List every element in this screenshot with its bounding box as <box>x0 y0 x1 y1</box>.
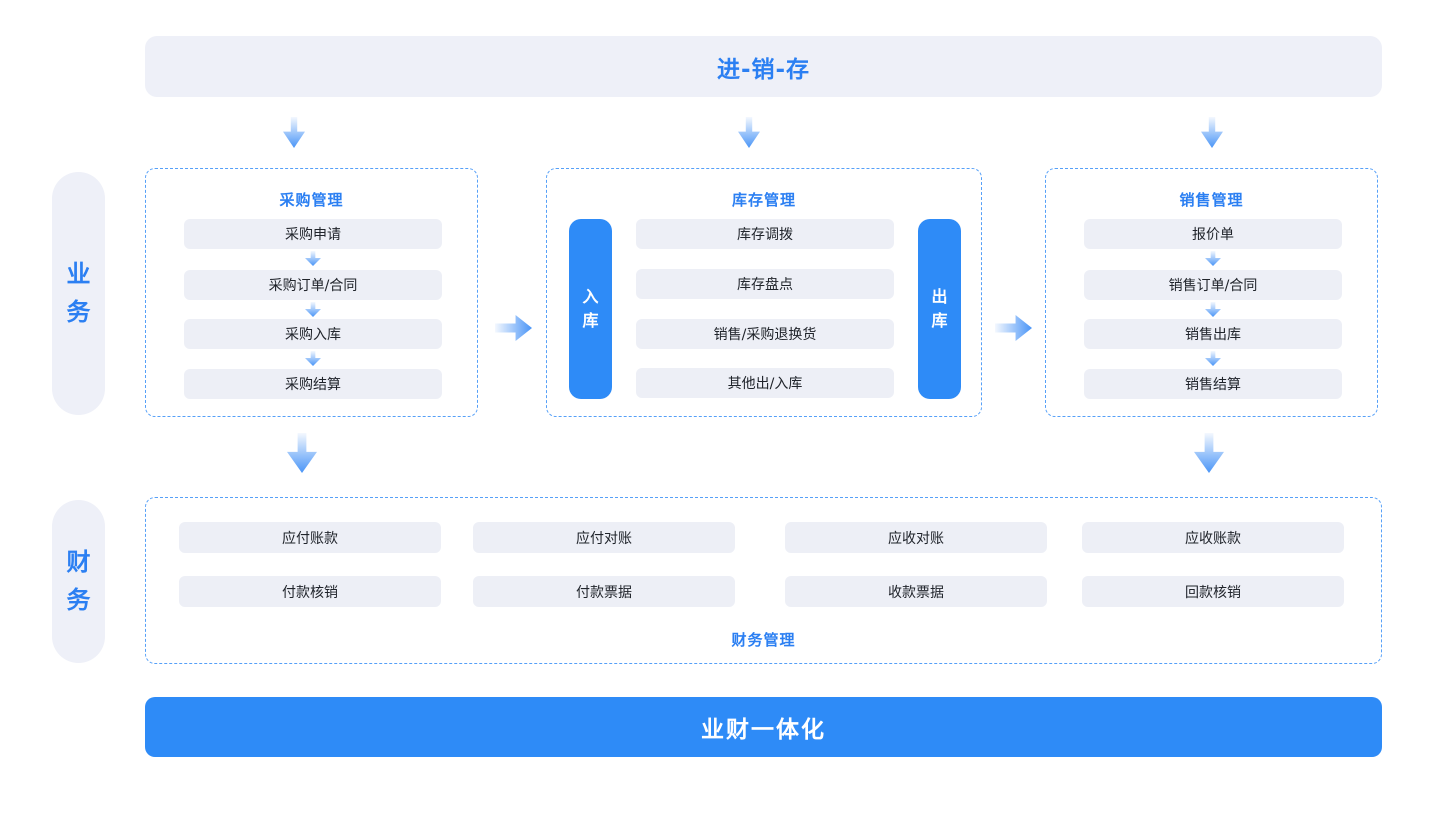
mini-down-arrow-icon <box>1205 251 1221 266</box>
purchase-node: 采购结算 <box>184 369 442 399</box>
sales-node: 销售出库 <box>1084 319 1342 349</box>
inbound-pill-text: 入库 <box>582 287 599 330</box>
finance-side-label-text: 财务 <box>66 548 91 614</box>
finance-node: 应付账款 <box>179 522 441 553</box>
down-arrow-icon <box>287 433 317 473</box>
bottom-banner-label: 业财一体化 <box>701 717 826 743</box>
finance-node: 应收对账 <box>785 522 1047 553</box>
finance-management-box: 应付账款 应付对账 应收对账 应收账款 付款核销 付款票据 收款票据 回款核销 … <box>145 497 1382 664</box>
finance-node: 回款核销 <box>1082 576 1344 607</box>
sales-management-box: 销售管理 报价单 销售订单/合同 销售出库 销售结算 <box>1045 168 1378 417</box>
mini-down-arrow-icon <box>305 351 321 366</box>
right-arrow-icon <box>495 315 532 341</box>
finance-node: 收款票据 <box>785 576 1047 607</box>
down-arrow-icon <box>738 117 760 148</box>
purchase-node: 采购入库 <box>184 319 442 349</box>
finance-box-title: 财务管理 <box>731 631 796 649</box>
inventory-box-title: 库存管理 <box>731 191 796 209</box>
finance-node: 应付对账 <box>473 522 735 553</box>
inventory-node: 库存盘点 <box>636 269 894 299</box>
purchase-node: 采购订单/合同 <box>184 270 442 300</box>
outbound-pill: 出库 <box>918 219 961 399</box>
mini-down-arrow-icon <box>305 251 321 266</box>
top-banner-label: 进-销-存 <box>716 56 811 83</box>
mini-down-arrow-icon <box>1205 351 1221 366</box>
sales-node: 销售订单/合同 <box>1084 270 1342 300</box>
down-arrow-icon <box>283 117 305 148</box>
business-side-label-text: 业务 <box>66 260 91 326</box>
finance-node: 付款核销 <box>179 576 441 607</box>
inbound-pill: 入库 <box>569 219 612 399</box>
business-side-label: 业务 <box>52 172 105 415</box>
bottom-banner: 业财一体化 <box>145 697 1382 757</box>
purchase-box-title: 采购管理 <box>279 191 344 209</box>
finance-node: 应收账款 <box>1082 522 1344 553</box>
mini-down-arrow-icon <box>305 302 321 317</box>
inventory-management-box: 库存管理 入库 库存调拨 库存盘点 销售/采购退换货 其他出/入库 出库 <box>546 168 982 417</box>
purchase-management-box: 采购管理 采购申请 采购订单/合同 采购入库 采购结算 <box>145 168 478 417</box>
right-arrow-icon <box>995 315 1032 341</box>
finance-node: 付款票据 <box>473 576 735 607</box>
finance-side-label: 财务 <box>52 500 105 663</box>
purchase-node: 采购申请 <box>184 219 442 249</box>
sales-box-title: 销售管理 <box>1179 191 1244 209</box>
inventory-node: 销售/采购退换货 <box>636 319 894 349</box>
inventory-node: 库存调拨 <box>636 219 894 249</box>
top-banner: 进-销-存 <box>145 36 1382 97</box>
mini-down-arrow-icon <box>1205 302 1221 317</box>
down-arrow-icon <box>1201 117 1223 148</box>
outbound-pill-text: 出库 <box>931 287 948 330</box>
down-arrow-icon <box>1194 433 1224 473</box>
inventory-node: 其他出/入库 <box>636 368 894 398</box>
sales-node: 报价单 <box>1084 219 1342 249</box>
sales-node: 销售结算 <box>1084 369 1342 399</box>
